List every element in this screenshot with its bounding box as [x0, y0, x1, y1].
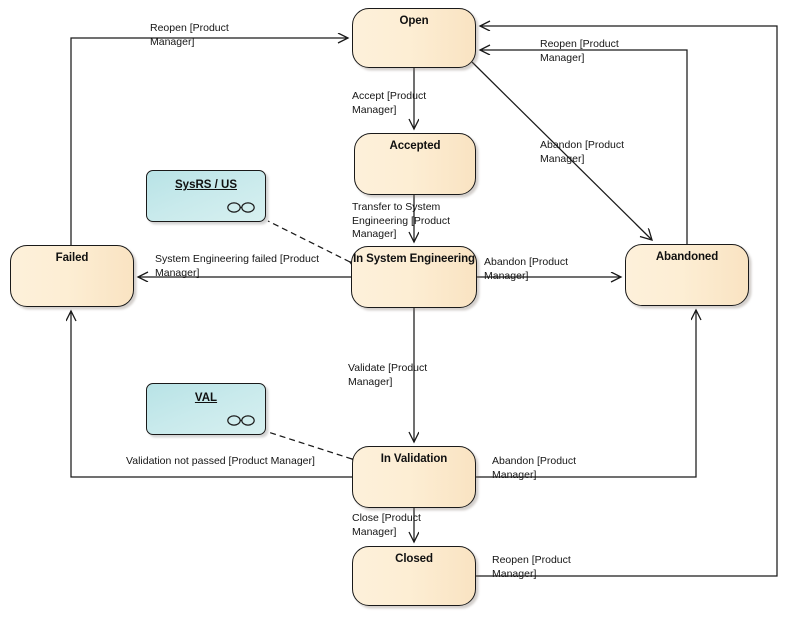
transition-label-accepted-to-insyseng: Transfer to System Engineering [Product … [352, 201, 451, 240]
edge-invalidation-to-failed [71, 311, 352, 478]
transition-label-insyseng-to-invalidation: Validate [Product Manager] [348, 362, 428, 388]
note-val[interactable]: VAL [146, 383, 266, 435]
state-in-system-engineering[interactable]: In System Engineering [351, 246, 477, 308]
state-label: Abandoned [655, 251, 719, 263]
note-sysrs-us[interactable]: SysRS / US [146, 170, 266, 222]
edge-invalidation-to-abandoned [476, 310, 696, 478]
state-accepted[interactable]: Accepted [354, 133, 476, 195]
state-label: In System Engineering [353, 253, 475, 265]
note-label: VAL [194, 392, 218, 404]
note-label: SysRS / US [175, 179, 237, 191]
transition-label-invalidation-to-failed: Validation not passed [Product Manager] [126, 455, 315, 467]
transition-label-invalidation-to-abandoned: Abandon [Product Manager] [492, 455, 577, 481]
edge-closed-to-open [476, 26, 778, 577]
requirement-glasses-icon [227, 415, 255, 426]
transition-label-closed-to-open: Reopen [Product Manager] [492, 554, 571, 580]
state-label: Closed [395, 553, 433, 565]
dependency-insyseng-to-sysrs [267, 220, 350, 262]
transition-label-insyseng-to-failed: System Engineering failed [Product Manag… [155, 253, 320, 279]
state-label: Accepted [389, 140, 441, 152]
transition-label-open-to-accepted: Accept [Product Manager] [352, 90, 427, 116]
transition-label-invalidation-to-closed: Close [Product Manager] [352, 512, 421, 538]
transition-label-abandoned-to-open: Reopen [Product Manager] [540, 38, 619, 64]
state-label: Open [399, 15, 429, 27]
state-in-validation[interactable]: In Validation [352, 446, 476, 508]
state-closed[interactable]: Closed [352, 546, 476, 606]
requirement-glasses-icon [227, 202, 255, 213]
state-open[interactable]: Open [352, 8, 476, 68]
dependency-invalidation-to-val [267, 431, 352, 459]
state-failed[interactable]: Failed [10, 245, 134, 307]
state-label: In Validation [380, 453, 448, 465]
edge-abandoned-to-open [480, 50, 688, 244]
edge-open-to-abandoned [471, 61, 652, 240]
state-abandoned[interactable]: Abandoned [625, 244, 749, 306]
edge-failed-to-open [70, 38, 348, 245]
transition-label-failed-to-open: Reopen [Product Manager] [150, 22, 229, 48]
transition-label-insyseng-to-abandoned: Abandon [Product Manager] [484, 256, 569, 282]
transition-label-open-to-abandoned: Abandon [Product Manager] [540, 139, 625, 165]
state-label: Failed [55, 252, 89, 264]
